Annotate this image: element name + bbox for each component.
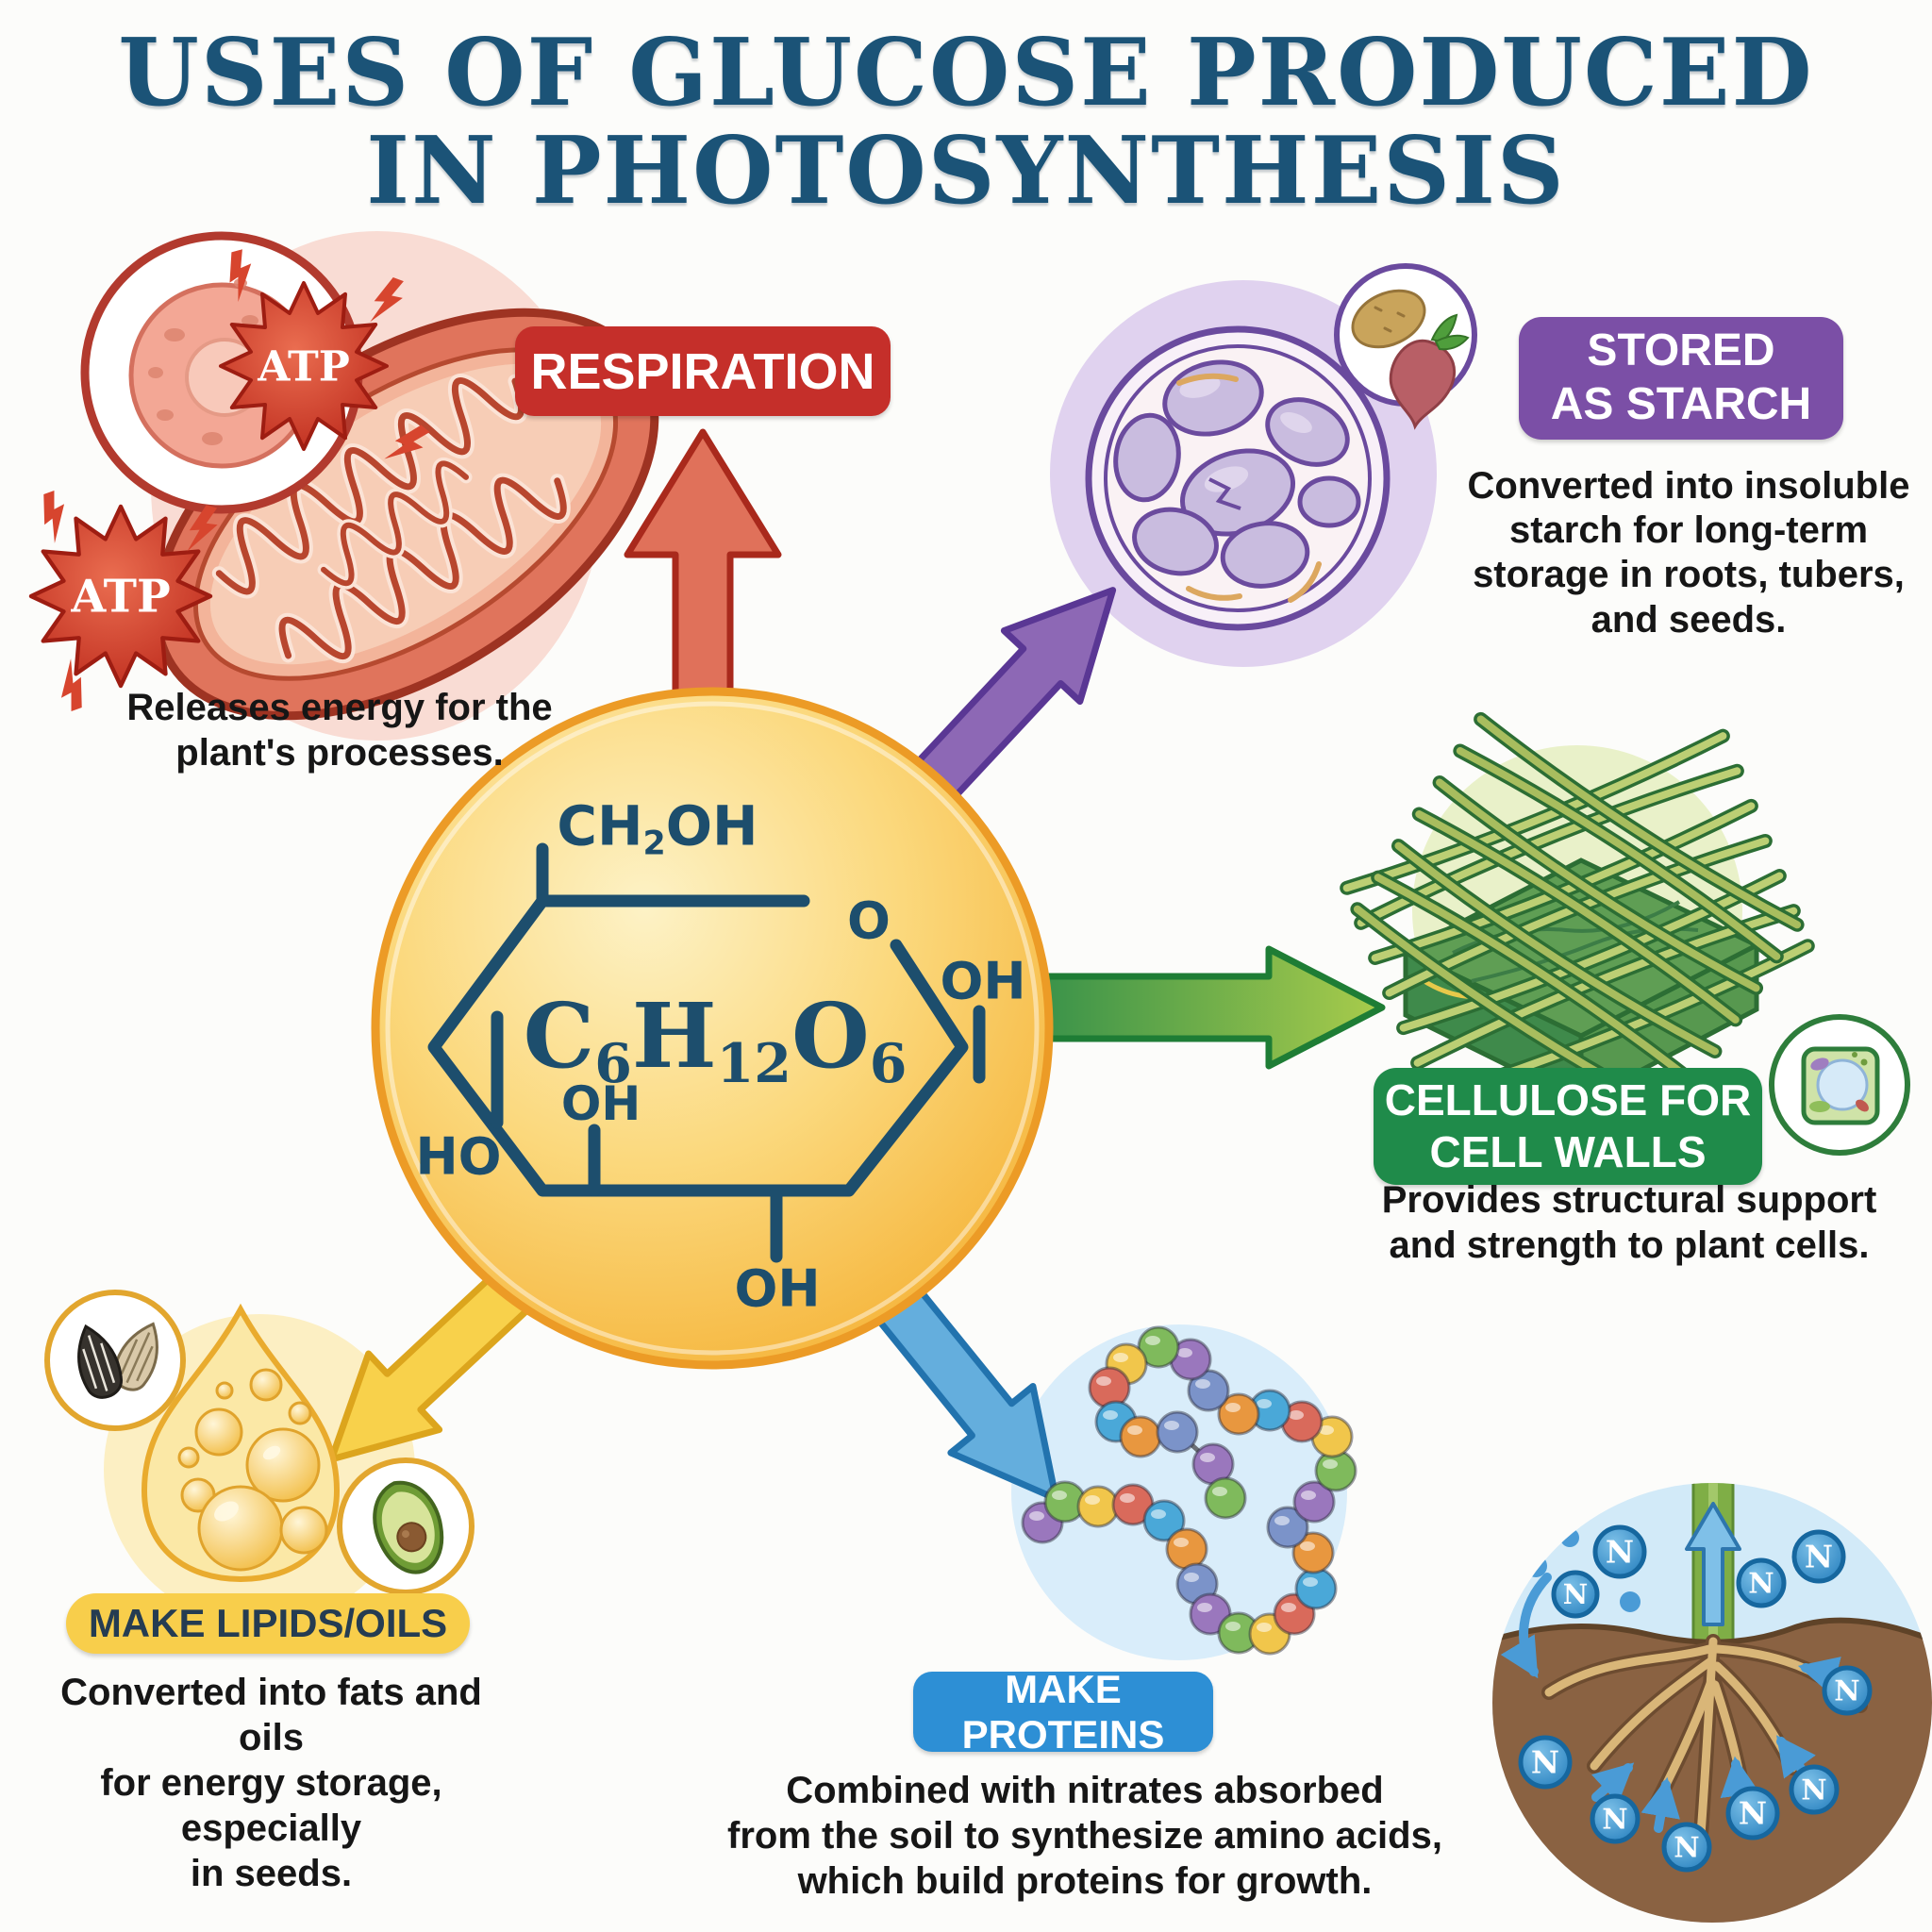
atp-burst-icon: ATP	[28, 504, 213, 689]
pyranose-ring	[427, 842, 986, 1263]
cellulose-mat-icon	[1340, 711, 1815, 1123]
glucose-ch2oh-label: CH2OH	[557, 793, 758, 863]
glucose-oh-right-label: OH	[940, 951, 1026, 1011]
potato-carrot-icon	[1334, 263, 1477, 430]
proteins-caption: Combined with nitrates absorbed from the…	[727, 1770, 1442, 1902]
oil-droplet-icon	[141, 1303, 341, 1583]
proteins-badge: MAKE PROTEINS	[913, 1667, 1213, 1757]
nitrogen-symbol: N	[1563, 1578, 1589, 1610]
lipids-badge: MAKE LIPIDS/OILS	[66, 1593, 470, 1654]
cellulose-caption: Provides structural support and strength…	[1381, 1179, 1877, 1266]
starch-badge: STORED AS STARCH	[1519, 317, 1843, 440]
respiration-arrow	[624, 428, 782, 730]
cellulose-fibers	[1340, 711, 1815, 1123]
glucose-oh-bottom-label: OH	[734, 1258, 821, 1319]
uptake-arrow-icon	[1685, 1502, 1741, 1626]
nitrogen-symbol: N	[1674, 1832, 1699, 1865]
nitrogen-symbol: N	[1739, 1795, 1767, 1832]
atp-label: ATP	[70, 571, 170, 624]
respiration-badge-label: RESPIRATION	[530, 342, 875, 400]
glucose-oh-middle-label: OH	[560, 1076, 641, 1131]
nitrogen-symbol: N	[1606, 1534, 1634, 1571]
glucose-ring-oxygen-label: O	[847, 891, 891, 951]
plant-cell-icon	[1769, 1014, 1910, 1156]
nitrogen-symbol: N	[1834, 1675, 1859, 1708]
title-line-2: IN PHOTOSYNTHESIS	[366, 116, 1566, 225]
nitrogen-symbol: N	[1748, 1568, 1774, 1601]
protein-chain-icon	[1021, 1325, 1357, 1656]
nitrogen-symbol: N	[1531, 1744, 1559, 1781]
nitrogen-symbol: N	[1805, 1539, 1833, 1575]
atp-label: ATP	[257, 342, 350, 391]
respiration-badge: RESPIRATION	[515, 326, 891, 416]
glucose-ho-left-label: HO	[415, 1126, 502, 1187]
respiration-caption: Releases energy for the plant's processe…	[126, 687, 553, 774]
glucose-molecule-illustration	[371, 687, 1054, 1370]
page-title: USES OF GLUCOSE PRODUCED IN PHOTOSYNTHES…	[0, 25, 1932, 221]
atp-burst-icon: ATP	[219, 281, 389, 451]
lipids-caption: Converted into fats and oils for energy …	[60, 1672, 482, 1894]
cellulose-arrow	[1024, 945, 1386, 1070]
cellulose-badge: CELLULOSE FOR CELL WALLS	[1374, 1068, 1762, 1185]
glucose-formula: C6H12O6	[523, 984, 908, 1095]
title-line-1: USES OF GLUCOSE PRODUCED	[118, 19, 1814, 127]
avocado-icon	[337, 1457, 475, 1595]
energy-bolt-icon	[43, 249, 430, 712]
starch-caption: Converted into insoluble starch for long…	[1467, 465, 1910, 641]
nitrogen-symbol: N	[1602, 1804, 1627, 1837]
sunflower-seeds-icon	[44, 1290, 186, 1431]
nitrogen-symbol: N	[1801, 1774, 1826, 1807]
starch-cell-icon	[1085, 325, 1391, 631]
